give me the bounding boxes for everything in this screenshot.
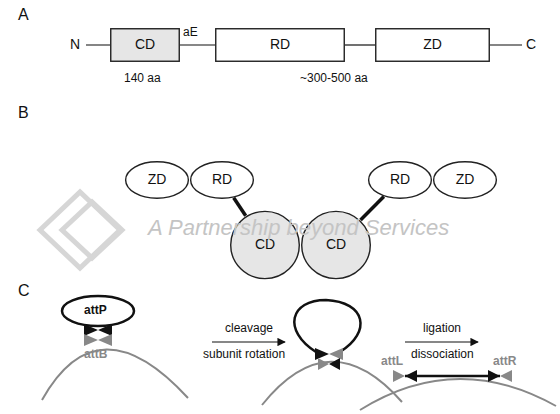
panel-letter: A: [18, 6, 29, 24]
step-label: ligation: [423, 322, 461, 335]
site-label: attB: [84, 348, 107, 361]
step-label: dissociation: [411, 348, 474, 361]
n-terminal-line: [86, 44, 110, 45]
attb-dna: [42, 349, 188, 400]
step-arrow: [212, 341, 285, 342]
step-label: subunit rotation: [203, 348, 285, 361]
terminus-label: N: [70, 37, 80, 52]
domain-ellipse: RD: [190, 161, 254, 199]
site-label: attL: [381, 355, 403, 368]
c-terminal-line: [490, 44, 522, 45]
domain-box: CD: [110, 28, 180, 62]
intermediate-loop: [294, 300, 360, 352]
domain-box: RD: [215, 28, 345, 62]
step-arrow: [405, 341, 478, 342]
attp-site: [84, 324, 112, 336]
domain-name: ZD: [148, 172, 167, 187]
domain-ellipse: ZD: [433, 161, 497, 199]
domain-name: CD: [135, 37, 155, 52]
watermark: A Partnership beyond Services: [148, 216, 449, 240]
linker-label: aE: [182, 26, 199, 39]
length-label: ~300-500 aa: [300, 72, 368, 85]
panel-letter: B: [18, 104, 29, 122]
linker-line: [234, 198, 246, 216]
domain-name: ZD: [423, 37, 442, 52]
domain-ellipse: RD: [368, 161, 432, 199]
attb-site: [84, 334, 112, 346]
domain-name: RD: [270, 37, 290, 52]
integrated-segment: [405, 375, 500, 378]
watermark-logo: [40, 192, 122, 268]
domain-box: ZD: [375, 28, 490, 62]
linker-line: [180, 44, 215, 45]
domain-ellipse: ZD: [125, 161, 189, 199]
site-label: attP: [84, 304, 107, 317]
length-label: 140 aa: [124, 72, 161, 85]
attl-attr-sites: [393, 370, 512, 382]
rotated-sites: [315, 348, 343, 370]
linker-line: [345, 44, 375, 45]
domain-name: RD: [390, 172, 410, 187]
terminus-label: C: [526, 37, 536, 52]
panel-letter: C: [18, 282, 30, 300]
attp-loop: [62, 296, 134, 326]
product-dna: [360, 379, 556, 410]
domain-name: RD: [212, 172, 232, 187]
site-label: attR: [493, 355, 516, 368]
step-label: cleavage: [225, 322, 273, 335]
domain-name: ZD: [456, 172, 475, 187]
